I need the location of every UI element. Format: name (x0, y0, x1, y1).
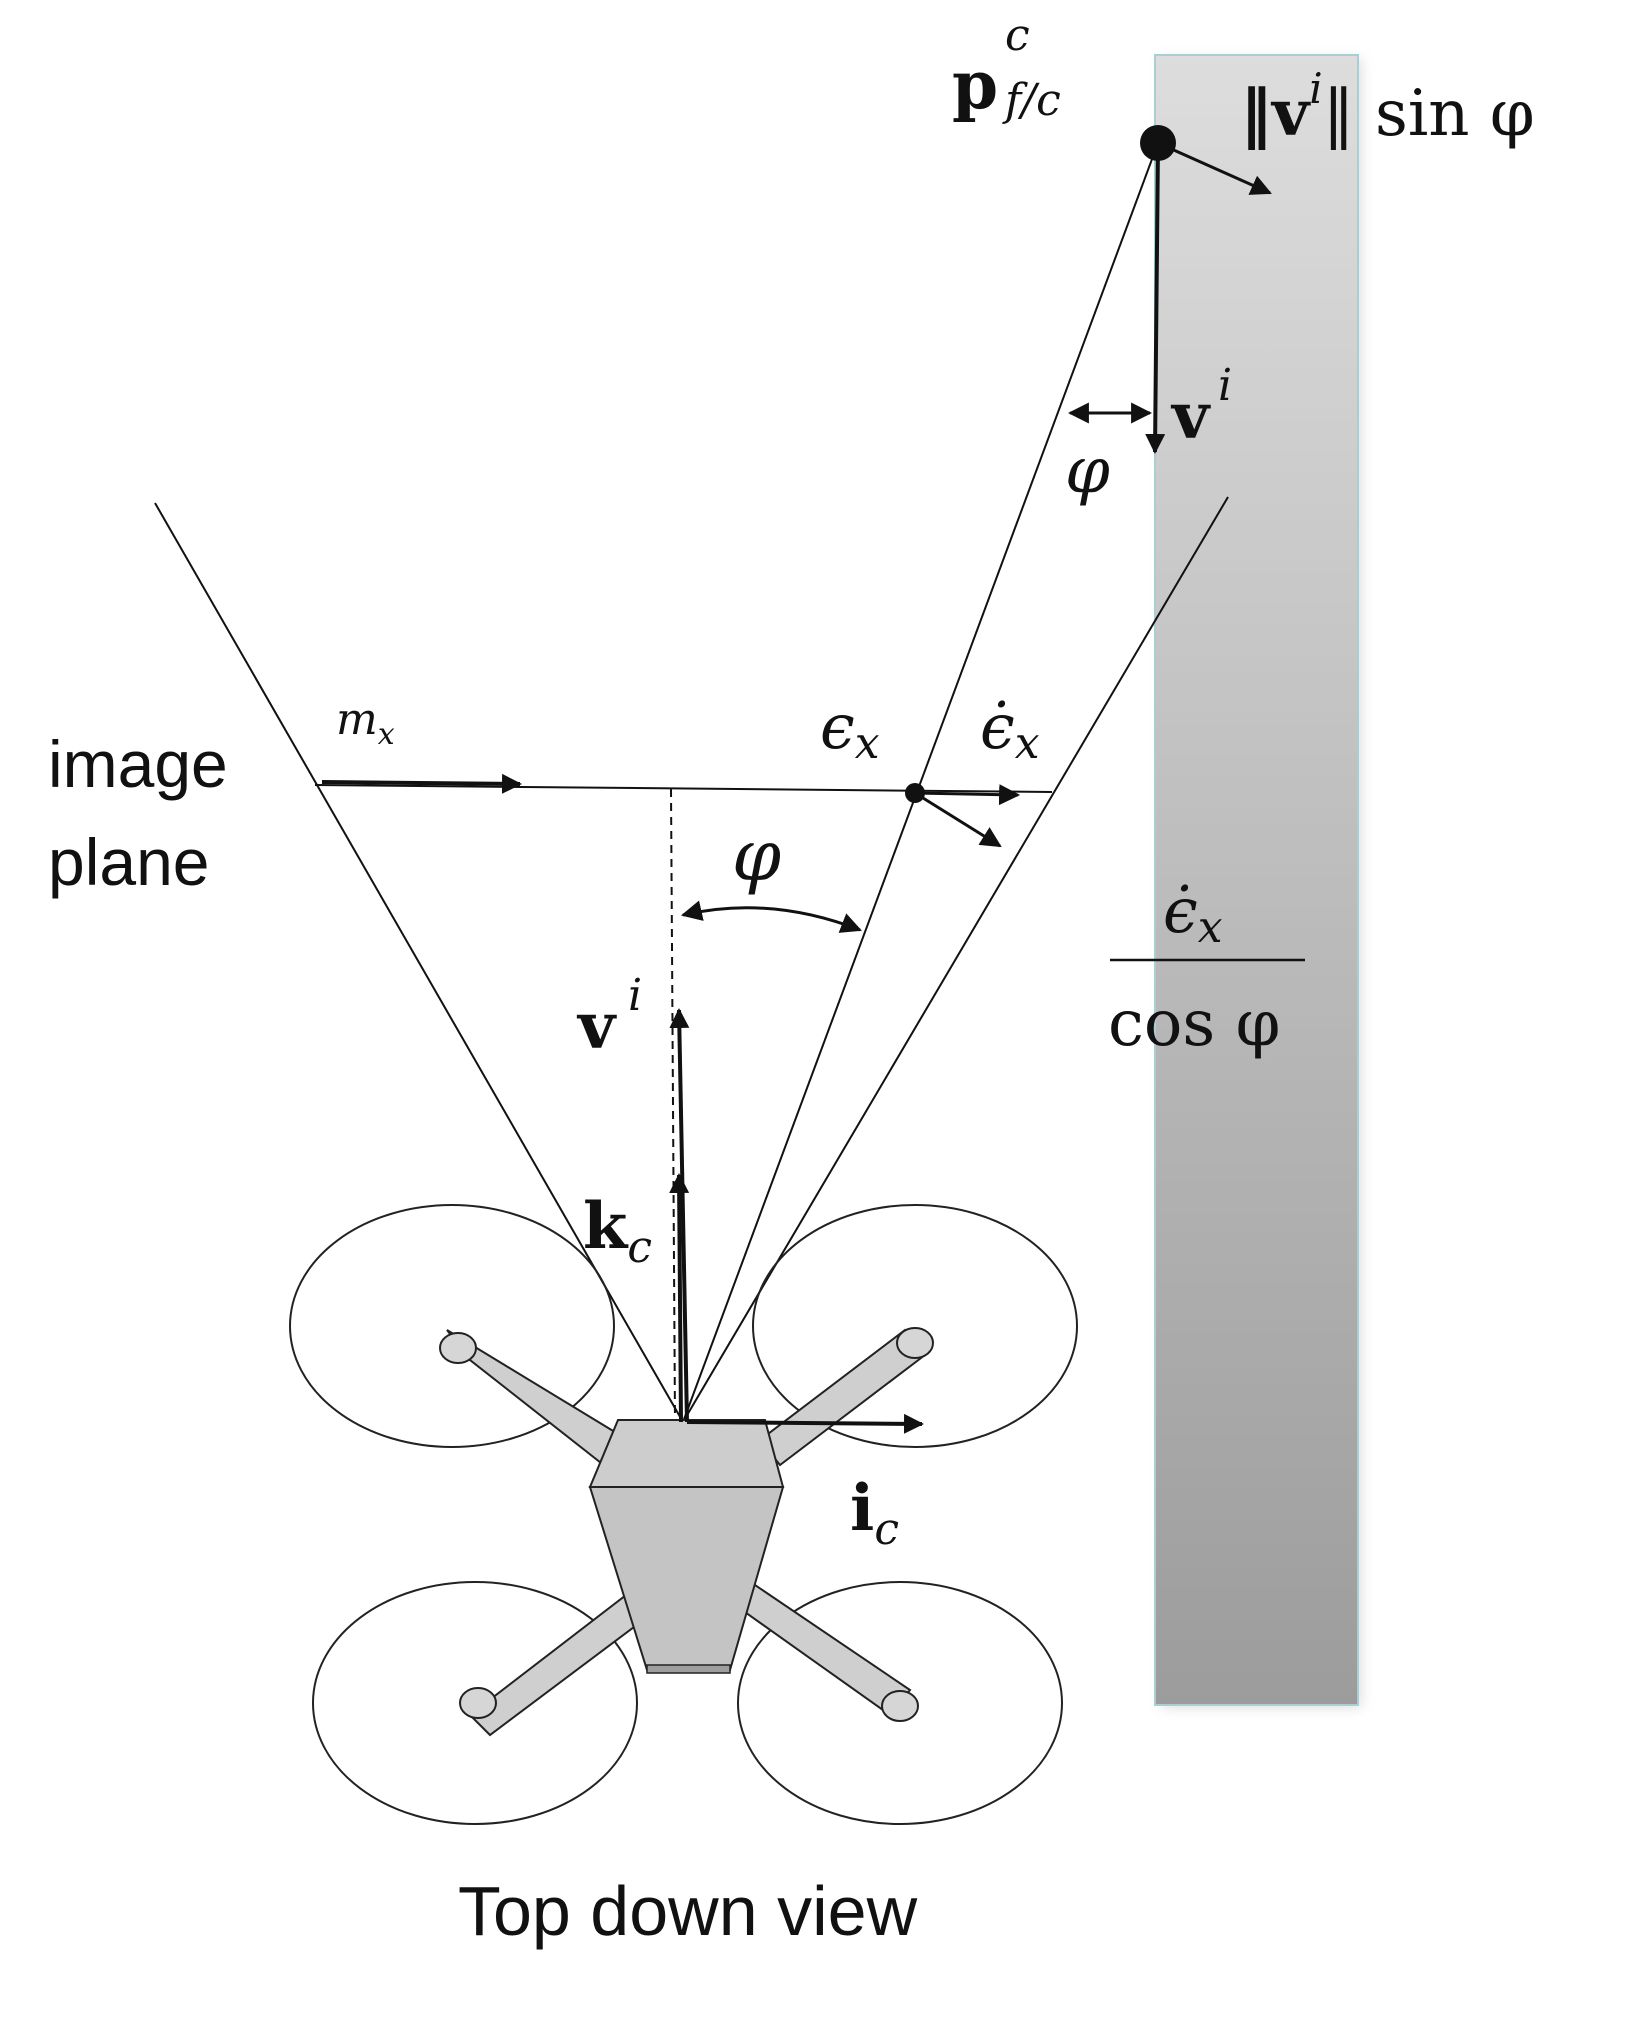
i-axis-vector (686, 1413, 924, 1434)
quadrotor (289, 1204, 1078, 1825)
arm-rear-right (733, 1583, 912, 1717)
tangential-norm-label: ‖vi‖ sin φ (1240, 64, 1535, 151)
motor-rear-right (881, 1690, 919, 1722)
phi-mid-label: φ (732, 815, 781, 897)
velocity-vector-mid (669, 1008, 690, 1423)
fraction-numerator: ϵ̇x (1163, 874, 1223, 953)
eps-label: ϵx (820, 690, 880, 769)
m-x-label: mx (336, 694, 395, 752)
body-top-face (588, 1419, 785, 1488)
velocity-top-sup-label: i (1218, 360, 1232, 411)
velocity-mid-label: v (576, 989, 617, 1064)
eps-dot-label: ϵ̇x (980, 690, 1040, 769)
motor-rear-left (459, 1687, 497, 1719)
motor-front-right (896, 1327, 934, 1359)
fraction-denominator: cos φ (1108, 987, 1280, 1061)
line-of-sight (682, 142, 1159, 1423)
wall (1154, 54, 1359, 1706)
image-plane-label-line1: image (48, 727, 228, 801)
body-bottom-edge (646, 1664, 731, 1674)
arm-rear-left (468, 1590, 652, 1737)
field-of-view (154, 142, 1229, 1423)
feature-point-sup-label: c (1005, 10, 1030, 61)
feature-point-sub-label: f/c (1002, 75, 1061, 126)
m-x-vector (321, 773, 522, 794)
propeller-rear-left (312, 1581, 638, 1825)
velocity-vector-top (1145, 142, 1166, 454)
k-axis-label: kc (583, 1189, 652, 1273)
feature-point-label: p (952, 46, 998, 124)
phi-top-label: φ (1065, 434, 1110, 508)
caption: Top down view (458, 1872, 918, 1950)
eps-dot-vector (914, 784, 1021, 806)
eps-dot-tangent-vector (914, 791, 1002, 848)
propeller-front-right (752, 1204, 1078, 1448)
body-front-face (588, 1486, 785, 1671)
k-axis-vector (669, 1173, 690, 1423)
tangential-velocity-vector (1157, 141, 1272, 195)
image-plane-line (314, 784, 1053, 793)
angle-phi-mid-arc (680, 900, 862, 933)
motor-front-left (439, 1332, 477, 1364)
velocity-mid-sup-label: i (628, 970, 642, 1021)
i-axis-label: ic (850, 1471, 899, 1555)
optical-axis-dashed (670, 788, 676, 1423)
propeller-front-left (289, 1204, 615, 1448)
velocity-top-label: v (1170, 379, 1211, 454)
propeller-rear-right (737, 1581, 1063, 1825)
image-plane-label-line2: plane (48, 825, 210, 899)
